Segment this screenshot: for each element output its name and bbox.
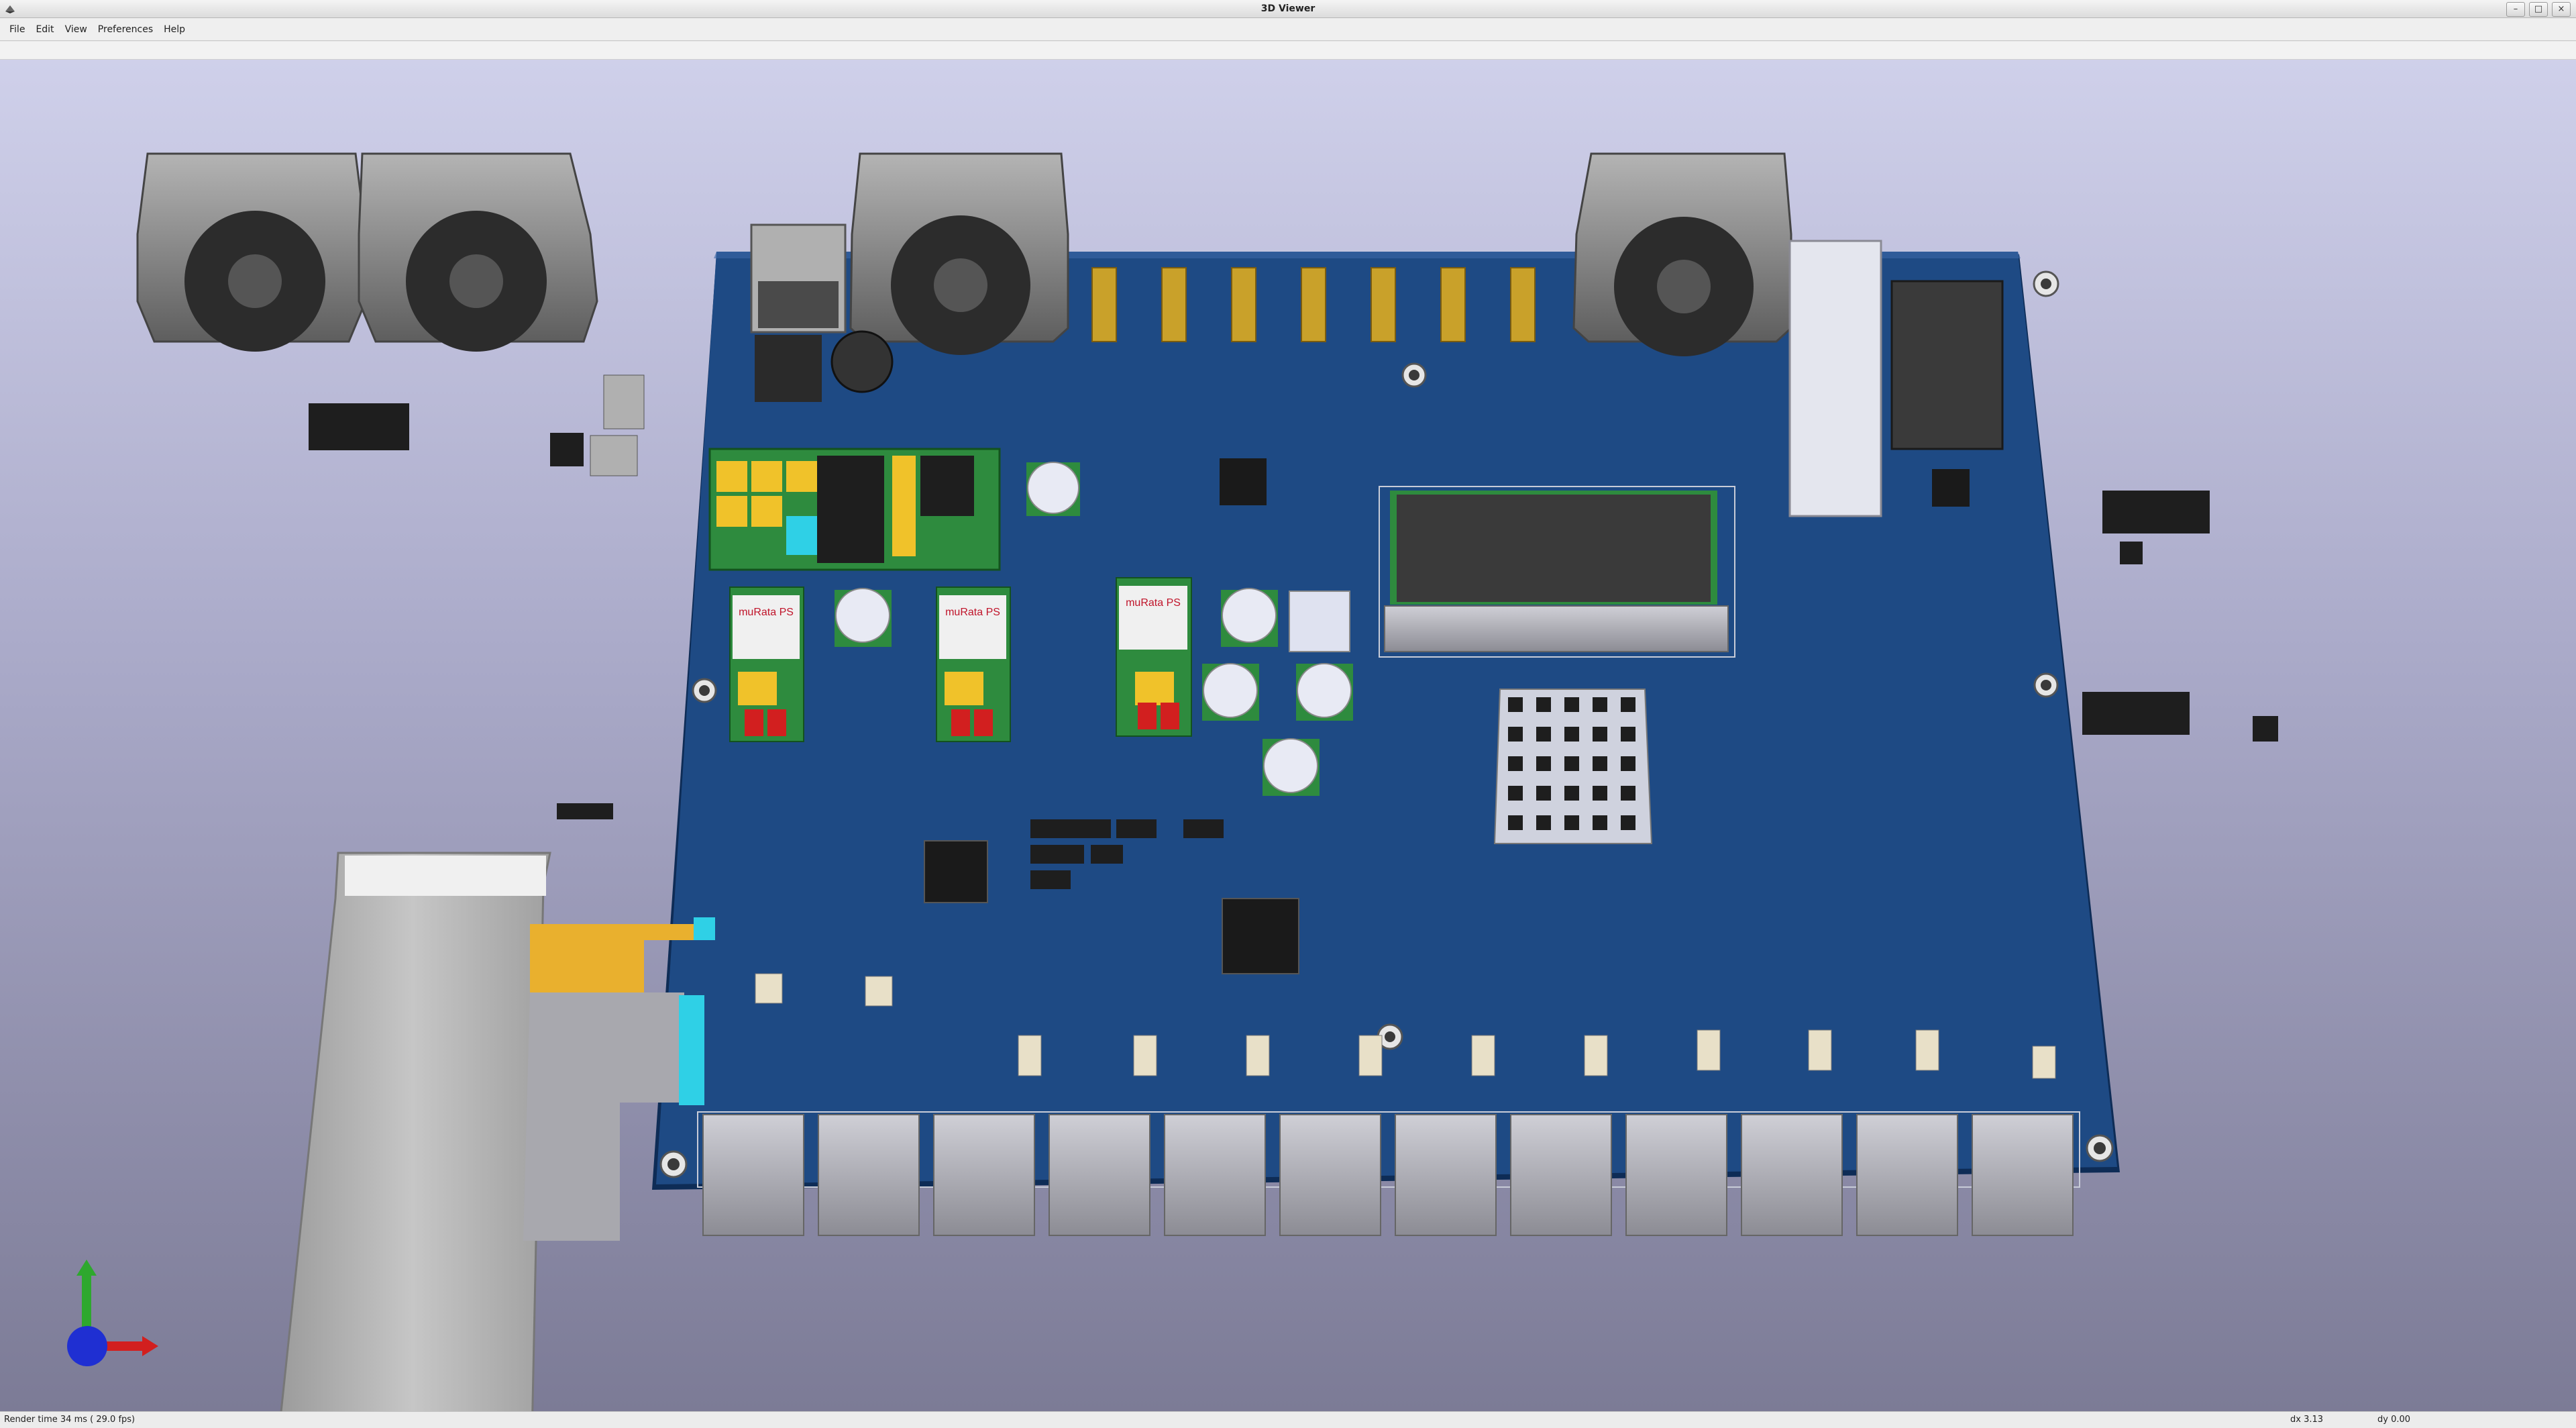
- pcb-board[interactable]: [652, 252, 2120, 1190]
- sfp-cage: [1788, 240, 1882, 517]
- dcdc-module-3: muRata PS: [1116, 577, 1192, 737]
- fan-center[interactable]: [849, 152, 1069, 355]
- app-icon: [5, 5, 15, 13]
- menu-edit[interactable]: Edit: [36, 23, 54, 35]
- ic-chip-secondary: [924, 840, 988, 903]
- edge-connectors: [697, 1111, 2080, 1236]
- heatsink: [1493, 688, 1653, 844]
- ic-chip-main: [1222, 898, 1299, 974]
- flex-ribbon: [530, 924, 698, 998]
- ribbon-tab: [694, 917, 715, 940]
- minimize-button[interactable]: –: [2506, 2, 2525, 17]
- loose-parts-right: [2082, 491, 2278, 742]
- window-controls: – □ ×: [2506, 2, 2571, 17]
- window-title: 3D Viewer: [1260, 3, 1316, 14]
- dy-readout: dy 0.00: [2377, 1415, 2411, 1425]
- pcb-3d-scene[interactable]: muRata PS muRata PS muRata PS: [0, 60, 2576, 1411]
- menu-preferences[interactable]: Preferences: [97, 23, 154, 35]
- menu-bar: File Edit View Preferences Help: [0, 18, 2576, 41]
- status-bar: Render time 34 ms ( 29.0 fps) dx 3.13 dy…: [0, 1411, 2576, 1428]
- render-time: Render time 34 ms ( 29.0 fps): [4, 1415, 136, 1425]
- toolbar: [0, 42, 2576, 60]
- fan-left-2[interactable]: [358, 152, 598, 352]
- axis-gizmo: [67, 1260, 158, 1366]
- 3d-viewport[interactable]: muRata PS muRata PS muRata PS: [0, 60, 2576, 1411]
- loose-parts-left: [309, 374, 645, 819]
- inductor-block: [755, 335, 822, 402]
- power-module: [708, 448, 1001, 571]
- ic-chip-right: [1932, 469, 1970, 507]
- close-button[interactable]: ×: [2552, 2, 2571, 17]
- dx-readout: dx 3.13: [2290, 1415, 2324, 1425]
- dcdc-module-1: muRata PS: [729, 586, 804, 742]
- fan-right[interactable]: [1572, 152, 1792, 356]
- flex-cable: [523, 992, 684, 1241]
- module-label-1: muRata PS: [739, 607, 794, 618]
- smd-components: [755, 973, 2056, 1079]
- menu-help[interactable]: Help: [164, 23, 186, 35]
- maximize-button[interactable]: □: [2529, 2, 2548, 17]
- module-label-2: muRata PS: [945, 607, 1000, 618]
- cable-tab: [679, 995, 704, 1105]
- pin-headers: [1030, 819, 1224, 889]
- relay: [1890, 280, 2004, 450]
- electrolytic-capacitor: [830, 330, 894, 393]
- fan-left-1[interactable]: [136, 152, 367, 352]
- sma-connectors: [1091, 267, 1536, 342]
- module-label-3: muRata PS: [1126, 597, 1181, 609]
- mounting-holes: [659, 270, 2114, 1178]
- title-bar: 3D Viewer – □ ×: [0, 0, 2576, 18]
- menu-file[interactable]: File: [9, 23, 25, 35]
- large-connector-module: [280, 852, 551, 1411]
- ic-chip-top: [1220, 458, 1267, 505]
- dcdc-module-2: muRata PS: [936, 586, 1011, 742]
- inductor-cans: [835, 462, 1353, 796]
- menu-view[interactable]: View: [64, 23, 87, 35]
- sodimm-socket: [1379, 486, 1735, 658]
